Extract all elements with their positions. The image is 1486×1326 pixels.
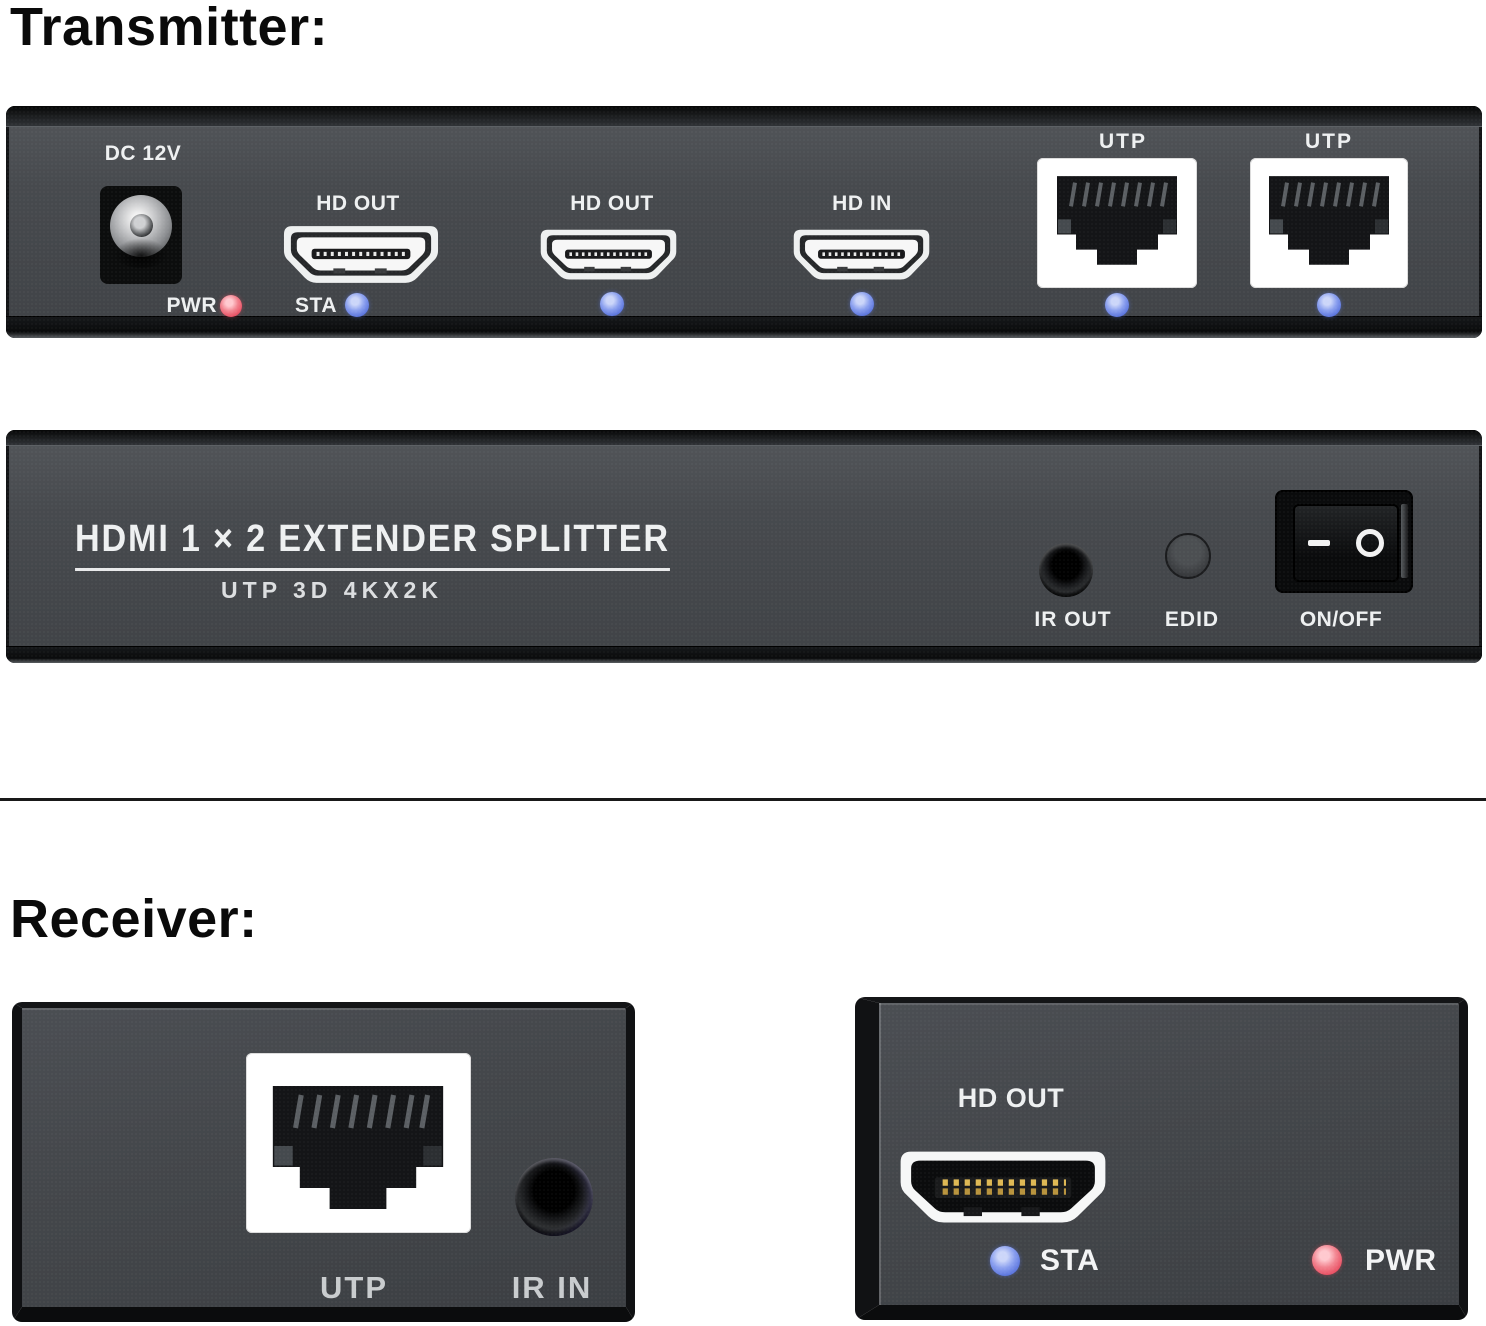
panel-top-bevel (6, 106, 1482, 127)
receiver-sta-led (990, 1246, 1020, 1276)
switch-glint (1401, 504, 1408, 578)
ir-in-label: IR IN (511, 1270, 593, 1305)
hdmi-out-port-2 (539, 228, 678, 284)
dc-power-jack (100, 186, 182, 284)
ir-in-jack (515, 1158, 593, 1236)
receiver-sta-label: STA (1040, 1244, 1100, 1277)
hdmi-port1-label: HD OUT (316, 192, 400, 215)
utp-rj45-port-1 (1037, 158, 1197, 288)
transmitter-heading: Transmitter: (10, 0, 329, 57)
hdmi-port3-label: HD IN (832, 192, 892, 215)
receiver-pwr-led (1312, 1245, 1342, 1275)
receiver-hdmi-out-port (898, 1149, 1108, 1229)
hdmi-port2-led (600, 292, 624, 316)
receiver-rj45-port (246, 1053, 471, 1233)
switch-on-symbol (1308, 540, 1330, 546)
ir-out-label: IR OUT (1034, 608, 1112, 631)
pwr-led (220, 295, 242, 317)
receiver-pwr-label: PWR (1365, 1244, 1437, 1277)
power-switch-rocker (1293, 504, 1399, 582)
product-title: HDMI 1 × 2 EXTENDER SPLITTER (75, 518, 670, 571)
dc-jack-hole (130, 214, 153, 237)
ir-out-jack (1039, 543, 1093, 597)
hdmi-port3-led (850, 292, 874, 316)
receiver-hd-out-label: HD OUT (957, 1083, 1065, 1113)
on-off-label: ON/OFF (1299, 608, 1383, 631)
pwr-label: PWR (166, 294, 217, 317)
receiver-utp-label: UTP (320, 1270, 388, 1305)
section-divider (0, 798, 1486, 801)
edid-button (1165, 533, 1211, 579)
receiver-heading: Receiver: (10, 889, 258, 949)
utp-port2-label: UTP (1305, 130, 1353, 153)
product-subtitle: UTP 3D 4KX2K (221, 577, 443, 603)
power-switch (1275, 490, 1413, 593)
utp-port2-led (1317, 293, 1341, 317)
sta-led (345, 293, 369, 317)
panel-bottom-bevel (6, 316, 1482, 338)
utp-port1-label: UTP (1099, 130, 1147, 153)
edid-label: EDID (1164, 608, 1220, 631)
transmitter-rear-panel: DC 12V PWR HD OUT STA HD OUT (6, 106, 1482, 338)
receiver-hdmi-unit: HD OUT STA PWR (855, 997, 1468, 1320)
utp-port1-led (1105, 293, 1129, 317)
dc-jack-shadow (114, 238, 168, 268)
panel-bottom-bevel (6, 646, 1482, 663)
front-panel-branding: HDMI 1 × 2 EXTENDER SPLITTER UTP 3D 4KX2… (42, 518, 670, 604)
utp-rj45-port-2 (1250, 158, 1408, 288)
receiver-utp-unit: UTP IR IN (12, 1002, 635, 1322)
switch-off-symbol (1356, 529, 1384, 557)
hdmi-out-port-1 (282, 224, 440, 288)
hdmi-port2-label: HD OUT (570, 192, 654, 215)
sta-label: STA (295, 294, 337, 317)
panel-top-bevel (6, 430, 1482, 446)
hdmi-in-port (792, 228, 931, 284)
dc-12v-label: DC 12V (104, 142, 182, 165)
transmitter-front-panel: HDMI 1 × 2 EXTENDER SPLITTER UTP 3D 4KX2… (6, 430, 1482, 663)
